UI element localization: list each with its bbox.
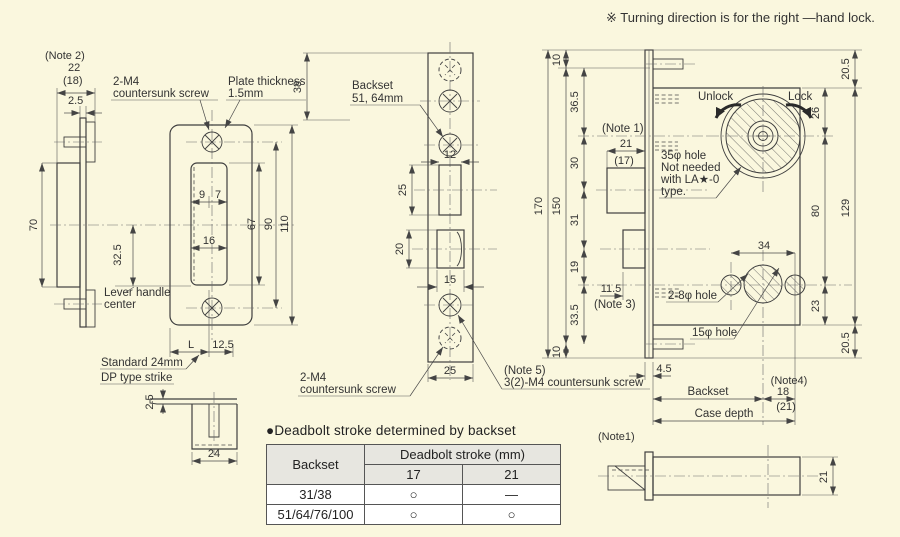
- dim-12: 12: [444, 149, 456, 161]
- dim-129: 129: [840, 199, 852, 217]
- deadbolt-stroke-table: Backset Deadbolt stroke (mm) 17 21 31/38…: [266, 444, 561, 525]
- note-5: (Note 5): [504, 365, 546, 377]
- dim-32-5: 32.5: [112, 244, 124, 265]
- dim-20: 20: [394, 243, 406, 255]
- dim-7: 7: [215, 189, 221, 201]
- label-lever-handle-2: center: [104, 299, 136, 311]
- label-3-2-m4-screw: 3(2)-M4 countersunk screw: [504, 377, 644, 389]
- strike-front-view: 2-M4 countersunk screw Plate thickness 1…: [100, 76, 306, 385]
- dim-15: 15: [444, 274, 456, 286]
- dim-80: 80: [810, 205, 822, 217]
- dim-70: 70: [28, 219, 40, 231]
- dim-12-5: 12.5: [212, 339, 233, 351]
- turning-direction-note: ※ Turning direction is for the right —ha…: [606, 10, 875, 25]
- label-lock: Lock: [788, 91, 813, 103]
- label-standard-24mm: Standard 24mm: [101, 357, 183, 369]
- table-row: 31/38 ○ —: [266, 484, 561, 505]
- label-2m4-screw-2: countersunk screw: [113, 88, 210, 100]
- col-header-21: 21: [462, 464, 561, 485]
- dim-18-alt: (18): [63, 75, 83, 87]
- note-3: (Note 3): [594, 299, 636, 311]
- dim-170: 170: [533, 197, 545, 215]
- dim-21-alt: (21): [776, 401, 796, 413]
- note-2: (Note 2): [45, 50, 85, 62]
- strike-side-view: 22 (18) (Note 2) 2.5 70: [28, 50, 296, 328]
- label-dp-type-strike: DP type strike: [101, 372, 172, 384]
- dim-17-alt: (17): [614, 155, 634, 167]
- dim-19: 19: [569, 261, 581, 273]
- dim-25-top: 25: [397, 184, 409, 196]
- dim-9: 9: [199, 189, 205, 201]
- dim-16: 16: [203, 235, 215, 247]
- faceplate-front-view: 38 Backset 51, 64mm 12 25 20 15 25 2-M4 …: [292, 42, 650, 397]
- label-35-hole-1: 35φ hole: [661, 150, 706, 162]
- cell-stroke-21: —: [462, 484, 561, 505]
- label-35-hole-4: type.: [661, 186, 686, 198]
- dim-24: 24: [208, 448, 220, 460]
- cell-stroke-17: ○: [364, 504, 463, 525]
- dim-11-5: 11.5: [601, 283, 622, 295]
- label-lever-handle-1: Lever handle: [104, 287, 171, 299]
- lock-arrow-icon: [785, 103, 813, 119]
- strike-section-view: 2.5 24: [144, 389, 238, 465]
- cell-stroke-21: ○: [462, 504, 561, 525]
- label-plate-thickness-2: 1.5mm: [228, 88, 263, 100]
- label-2m4-screw-mid-1: 2-M4: [300, 372, 327, 384]
- dim-38: 38: [292, 81, 304, 93]
- note-1: (Note 1): [602, 123, 644, 135]
- note-4: (Note4): [771, 375, 808, 387]
- label-2-8-hole: 2-8φ hole: [668, 290, 717, 302]
- label-2m4-screw-1: 2-M4: [113, 76, 140, 88]
- col-header-backset: Backset: [266, 444, 365, 485]
- cell-backset: 51/64/76/100: [266, 504, 365, 525]
- deadbolt-detail-view: (Note1) 21: [598, 431, 838, 508]
- dim-150: 150: [551, 197, 563, 215]
- unlock-arrow-icon: [714, 103, 742, 119]
- dim-22: 22: [68, 62, 80, 74]
- dim-36-5: 36.5: [569, 91, 581, 112]
- label-unlock: Unlock: [698, 91, 733, 103]
- dim-10-bottom: 10: [551, 346, 563, 358]
- label-backset-1: Backset: [352, 80, 394, 92]
- dim-110: 110: [279, 215, 291, 233]
- dim-25-bottom: 25: [444, 365, 456, 377]
- label-35-hole-2: Not needed: [661, 162, 720, 174]
- dim-23: 23: [810, 300, 822, 312]
- label-backset-2: 51, 64mm: [352, 93, 403, 105]
- col-header-17: 17: [364, 464, 463, 485]
- dim-flange-2-5: 2.5: [144, 394, 156, 409]
- dim-67: 67: [246, 218, 258, 230]
- dim-34: 34: [758, 240, 770, 252]
- screw-dashed-group: [655, 94, 679, 298]
- dim-26: 26: [810, 107, 822, 119]
- dim-case-depth: Case depth: [695, 408, 754, 420]
- dim-21-throw: 21: [620, 138, 632, 150]
- cell-backset: 31/38: [266, 484, 365, 505]
- dim-L: L: [188, 339, 194, 351]
- dim-18: 18: [777, 386, 789, 398]
- cell-stroke-17: ○: [364, 484, 463, 505]
- dim-2-5: 2.5: [68, 95, 83, 107]
- note-1-bolt: (Note1): [598, 431, 635, 443]
- dim-31: 31: [569, 214, 581, 226]
- dim-33-5: 33.5: [569, 304, 581, 325]
- dim-21-bolt: 21: [818, 471, 830, 483]
- dim-4-5: 4.5: [656, 363, 671, 375]
- dim-90: 90: [263, 218, 275, 230]
- deadbolt-stroke-table-section: ●Deadbolt stroke determined by backset B…: [266, 423, 566, 525]
- table-title: ●Deadbolt stroke determined by backset: [266, 423, 516, 438]
- label-2m4-screw-mid-2: countersunk screw: [300, 384, 397, 396]
- dim-backset: Backset: [688, 386, 730, 398]
- dim-20-5-top: 20.5: [840, 58, 852, 79]
- dim-10-top: 10: [551, 54, 563, 66]
- dim-30: 30: [569, 157, 581, 169]
- label-plate-thickness-1: Plate thickness: [228, 76, 306, 88]
- lock-case-view: Unlock Lock 35φ hole Not needed with LA★…: [533, 49, 862, 425]
- dim-20-5-bottom: 20.5: [840, 332, 852, 353]
- label-35-hole-3: with LA★-0: [660, 174, 719, 186]
- col-header-stroke: Deadbolt stroke (mm): [364, 444, 561, 465]
- label-15-hole: 15φ hole: [692, 327, 737, 339]
- table-row: 51/64/76/100 ○ ○: [266, 504, 561, 525]
